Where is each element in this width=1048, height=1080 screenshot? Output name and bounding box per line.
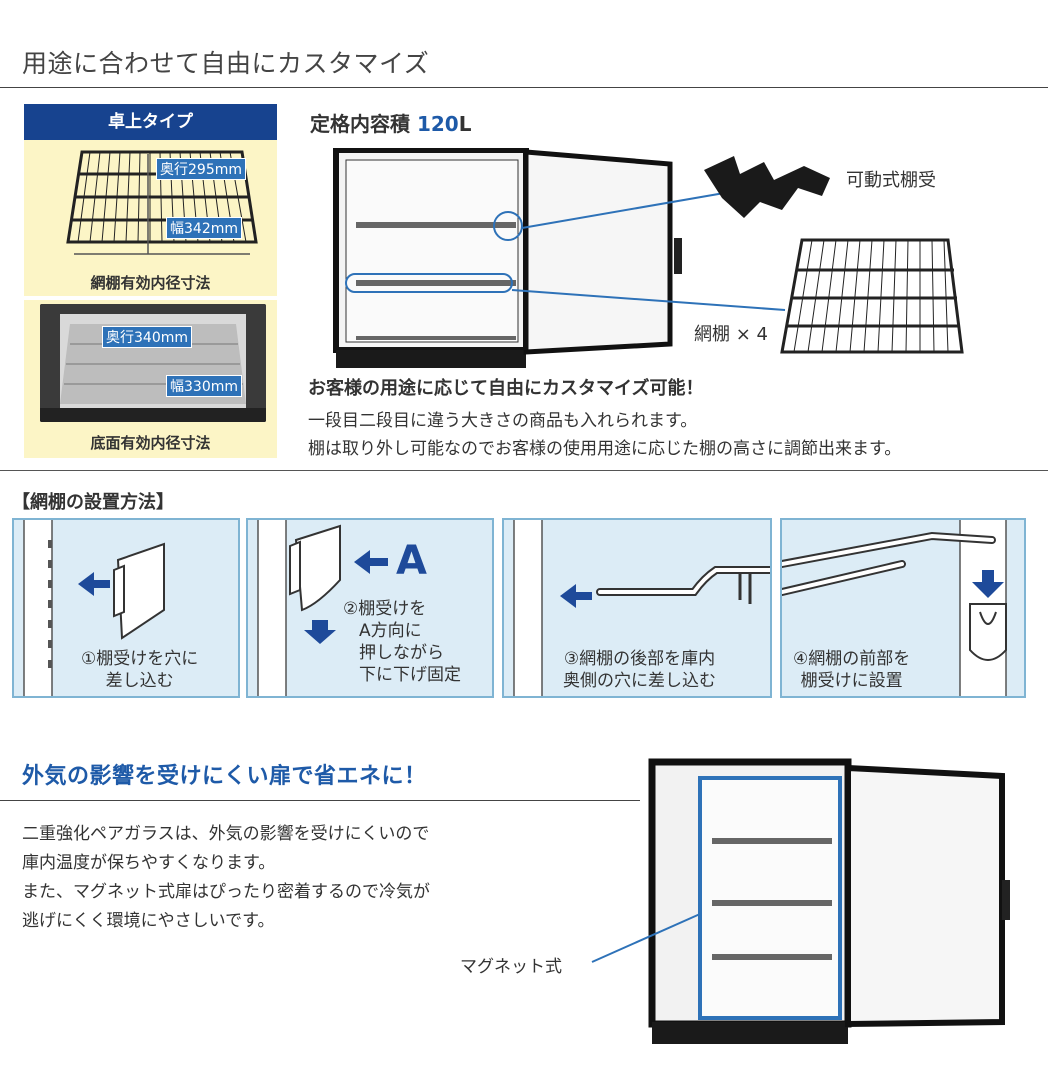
customize-desc-2: 棚は取り外し可能なのでお客様の使用用途に応じた棚の高さに調節出来ます。 (308, 439, 902, 459)
install-method-title: 【網棚の設置方法】 (12, 492, 174, 513)
divider (0, 87, 1048, 88)
energy-line-3: また、マグネット式扉はぴったり密着するので冷気が (22, 882, 430, 902)
step-3-line-1: ③網棚の後部を庫内 (563, 649, 716, 669)
shelf-width-label: 幅342mm (166, 217, 242, 239)
shelf-count-label: 網棚 × 4 (694, 324, 768, 345)
capacity-value: 120 (416, 112, 459, 136)
movable-bracket-illustration (704, 156, 830, 218)
install-step-4: ④網棚の前部を 棚受けに設置 (780, 518, 1026, 698)
step-3-line-2: 奥側の穴に差し込む (563, 671, 716, 691)
shelf-depth-label: 奥行295mm (156, 158, 246, 180)
install-step-2: A ②棚受けを A方向に 押しながら 下に下げ固定 (246, 518, 494, 698)
step-2-line-4: 下に下げ固定 (359, 665, 461, 685)
install-step-3: ③網棚の後部を庫内 奥側の穴に差し込む (502, 518, 772, 698)
energy-line-2: 庫内温度が保ちやすくなります。 (22, 853, 276, 873)
showcase-fridge-illustration (333, 148, 682, 368)
callout-lines (511, 191, 786, 311)
capacity-unit: L (458, 112, 472, 136)
capacity-label: 定格内容積 (310, 112, 410, 136)
panel-header-tabletop: 卓上タイプ (24, 104, 277, 140)
customize-desc-1: 一段目二段目に違う大きさの商品も入れられます。 (308, 411, 698, 431)
shelf-dimension-caption: 網棚有効内径寸法 (90, 274, 211, 292)
step-2-line-2: A方向に (359, 621, 422, 641)
step-2-line-3: 押しながら (359, 643, 444, 663)
interior-photo (40, 304, 266, 422)
step-4-illustration (782, 520, 1007, 696)
wire-shelf-right-illustration (780, 238, 964, 354)
floor-dimension-caption: 底面有効内径寸法 (90, 434, 211, 452)
energy-line-1: 二重強化ペアガラスは、外気の影響を受けにくいので (22, 824, 430, 844)
capacity-title: 定格内容積 120L (310, 108, 471, 137)
step-4-line-1: ④網棚の前部を (793, 649, 911, 669)
floor-depth-label: 奥行340mm (102, 326, 192, 348)
section-title-customize: 用途に合わせて自由にカスタマイズ (22, 49, 430, 78)
floor-width-label: 幅330mm (166, 375, 242, 397)
step-1-line-2: 差し込む (105, 671, 174, 691)
divider (0, 800, 640, 801)
step-1-line-1: ①棚受けを穴に (81, 649, 199, 669)
energy-description: 二重強化ペアガラスは、外気の影響を受けにくいので 庫内温度が保ちやすくなります。… (22, 820, 430, 936)
step-1-illustration (23, 520, 165, 696)
bracket-label: 可動式棚受 (846, 170, 936, 191)
magnet-callout-line (591, 913, 701, 963)
divider (0, 470, 1048, 471)
customize-headline: お客様の用途に応じて自由にカスタマイズ可能！ (308, 378, 704, 399)
step-4-line-2: 棚受けに設置 (800, 671, 903, 691)
install-step-1: ①棚受けを穴に 差し込む (12, 518, 240, 698)
magnet-door-fridge-illustration (648, 758, 1010, 1044)
step-3-illustration (513, 520, 770, 696)
step-2-line-1: ②棚受けを (343, 599, 427, 619)
section-title-energy: 外気の影響を受けにくい扉で省エネに！ (22, 764, 427, 789)
magnet-label: マグネット式 (460, 957, 562, 977)
direction-a-label: A (396, 538, 427, 584)
step-2-illustration (257, 520, 388, 696)
energy-line-4: 逃げにくく環境にやさしいです。 (22, 911, 275, 931)
